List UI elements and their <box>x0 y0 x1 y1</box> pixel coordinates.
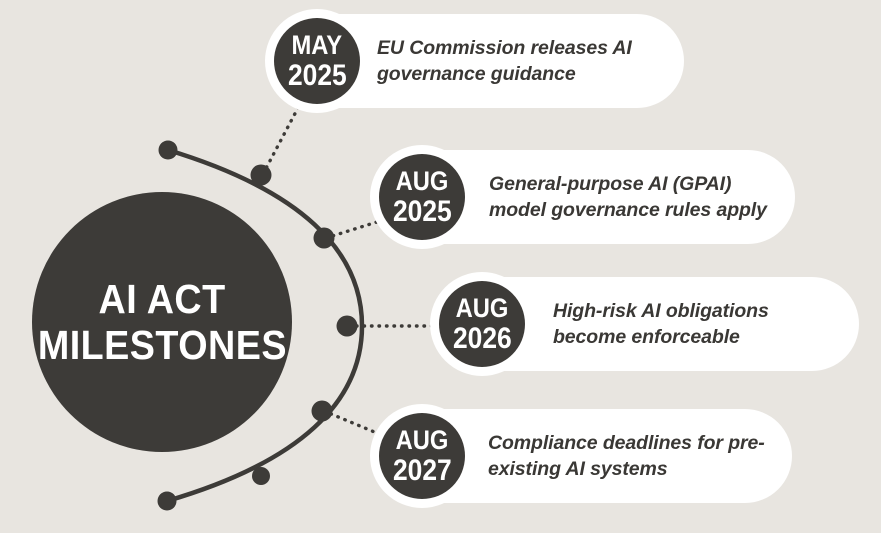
connector-line-2 <box>324 214 398 240</box>
arc-node-1[interactable] <box>250 164 272 186</box>
arc-node-3[interactable] <box>336 315 358 337</box>
timeline-arc-path <box>164 147 365 504</box>
badge-year: 2027 <box>392 453 452 487</box>
central-hub: AI ACT MILESTONES <box>32 192 292 452</box>
badge-month: AUG <box>395 165 449 196</box>
arc-endpoint-dot-bottom <box>157 491 177 511</box>
badge-year: 2025 <box>287 58 347 92</box>
milestone-description: EU Commission releases AI governance gui… <box>377 37 632 85</box>
milestone-date-badge: AUG 2025 <box>379 154 465 240</box>
milestone-card[interactable]: AUG 2027 Compliance deadlines for pre-ex… <box>379 409 792 503</box>
milestone-date-badge: AUG 2026 <box>439 281 525 367</box>
milestone-date-badge: AUG 2027 <box>379 413 465 499</box>
badge-month: AUG <box>455 292 509 323</box>
milestone-description: General-purpose AI (GPAI) model governan… <box>489 173 767 221</box>
badge-month: MAY <box>291 29 343 60</box>
arc-endpoint-dot-top <box>158 140 178 160</box>
milestone-card[interactable]: MAY 2025 EU Commission releases AI gover… <box>274 14 684 108</box>
arc-node-4[interactable] <box>311 400 333 422</box>
arc-decorative-dot <box>252 467 270 485</box>
badge-year: 2026 <box>452 321 512 355</box>
milestone-description: High-risk AI obligations become enforcea… <box>553 300 769 348</box>
badge-month: AUG <box>395 424 449 455</box>
hub-title-line-1: AI ACT <box>98 276 226 322</box>
milestone-card[interactable]: AUG 2025 General-purpose AI (GPAI) model… <box>379 150 795 244</box>
milestone-description: Compliance deadlines for pre-existing AI… <box>488 432 765 480</box>
arc-node-2[interactable] <box>313 227 335 249</box>
connector-line-1 <box>261 104 301 176</box>
badge-year: 2025 <box>392 194 452 228</box>
milestone-card[interactable]: AUG 2026 High-risk AI obligations become… <box>439 277 859 371</box>
connector-line-4 <box>322 409 398 443</box>
milestone-date-badge: MAY 2025 <box>274 18 360 104</box>
hub-title-line-2: MILESTONES <box>37 322 287 368</box>
